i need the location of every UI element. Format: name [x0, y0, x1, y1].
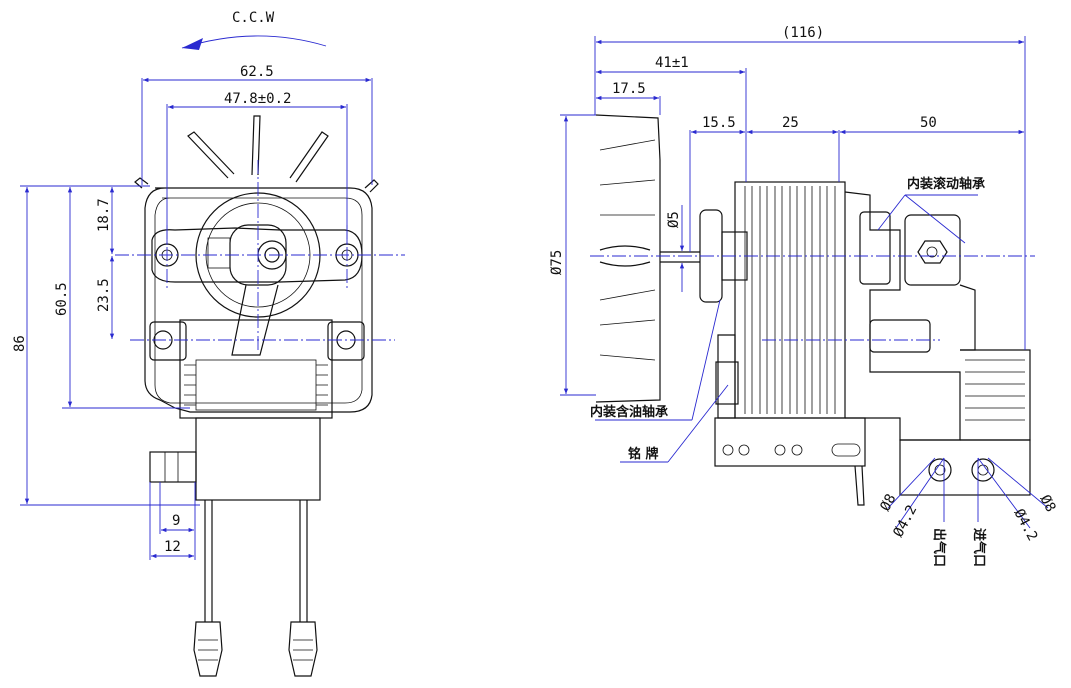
outlet-port: [928, 458, 952, 482]
dim-18-7: 18.7: [96, 198, 112, 232]
dim-port-inner-right: Ø4.2: [1010, 506, 1040, 543]
label-oil-bearing: 内装含油轴承: [590, 404, 668, 420]
shaft: [660, 251, 700, 263]
dim-86: 86: [12, 335, 28, 352]
label-nameplate: 铭 牌: [628, 446, 659, 462]
dim-9: 9: [172, 513, 180, 529]
dim-50: 50: [920, 115, 937, 131]
lead-wires: [204, 500, 308, 622]
terminal-left: [193, 621, 223, 677]
dim-17-5: 17.5: [612, 81, 646, 97]
dim-47-8: 47.8±0.2: [224, 91, 291, 107]
dim-port-outer-left: Ø8: [877, 491, 899, 513]
motor-frame: [144, 187, 373, 413]
inlet-port: [971, 458, 995, 482]
dim-116: (116): [782, 25, 824, 41]
dim-23-5: 23.5: [96, 278, 112, 312]
terminal-side: [717, 334, 736, 419]
dim-25: 25: [782, 115, 799, 131]
side-view: (116) 41±1 17.5 15.5 25 50 Ø75 Ø5 Ø8 Ø4.…: [549, 25, 1059, 567]
rotation-arc: [181, 35, 327, 49]
dim-60-5: 60.5: [54, 282, 70, 316]
hub-clip: [207, 237, 231, 269]
rotation-label: C.C.W: [232, 10, 275, 26]
rear-housing: [844, 191, 961, 441]
fan-blades: [134, 115, 379, 193]
frame-inner: [154, 197, 363, 404]
fan-profile: [595, 114, 661, 403]
mount-lug-right: [327, 321, 365, 361]
label-inlet: 进气口: [971, 528, 987, 567]
dim-62-5: 62.5: [240, 64, 274, 80]
mount-lug-left: [149, 321, 187, 361]
dim-fan-diameter: Ø75: [549, 250, 565, 275]
air-pump-body: [960, 349, 1031, 441]
nameplate: [715, 361, 739, 405]
terminal-block: [149, 451, 197, 483]
capacitor: [869, 319, 931, 353]
dim-15-5: 15.5: [702, 115, 736, 131]
label-outlet: 出气口: [931, 528, 947, 567]
dim-port-outer-right: Ø8: [1036, 492, 1058, 514]
rear-bracket: [904, 214, 961, 286]
rolling-bearing: [859, 211, 891, 285]
dim-12: 12: [164, 539, 181, 555]
mounting-base: [714, 417, 866, 467]
terminal-right: [288, 621, 318, 677]
dim-port-inner-left: Ø4.2: [890, 503, 920, 540]
rotation-arrowhead-icon: [182, 38, 203, 50]
port-block: [899, 439, 1031, 496]
hex-nut-icon: [917, 240, 948, 264]
dim-41: 41±1: [655, 55, 689, 71]
label-rolling-bearing: 内装滚动轴承: [907, 176, 985, 192]
front-view: C.C.W 62.5 47.8±0.2 86 60.5 18.7 23.5 9 …: [12, 10, 405, 677]
dim-shaft-diameter: Ø5: [666, 211, 682, 228]
coil-lower: [195, 417, 321, 501]
